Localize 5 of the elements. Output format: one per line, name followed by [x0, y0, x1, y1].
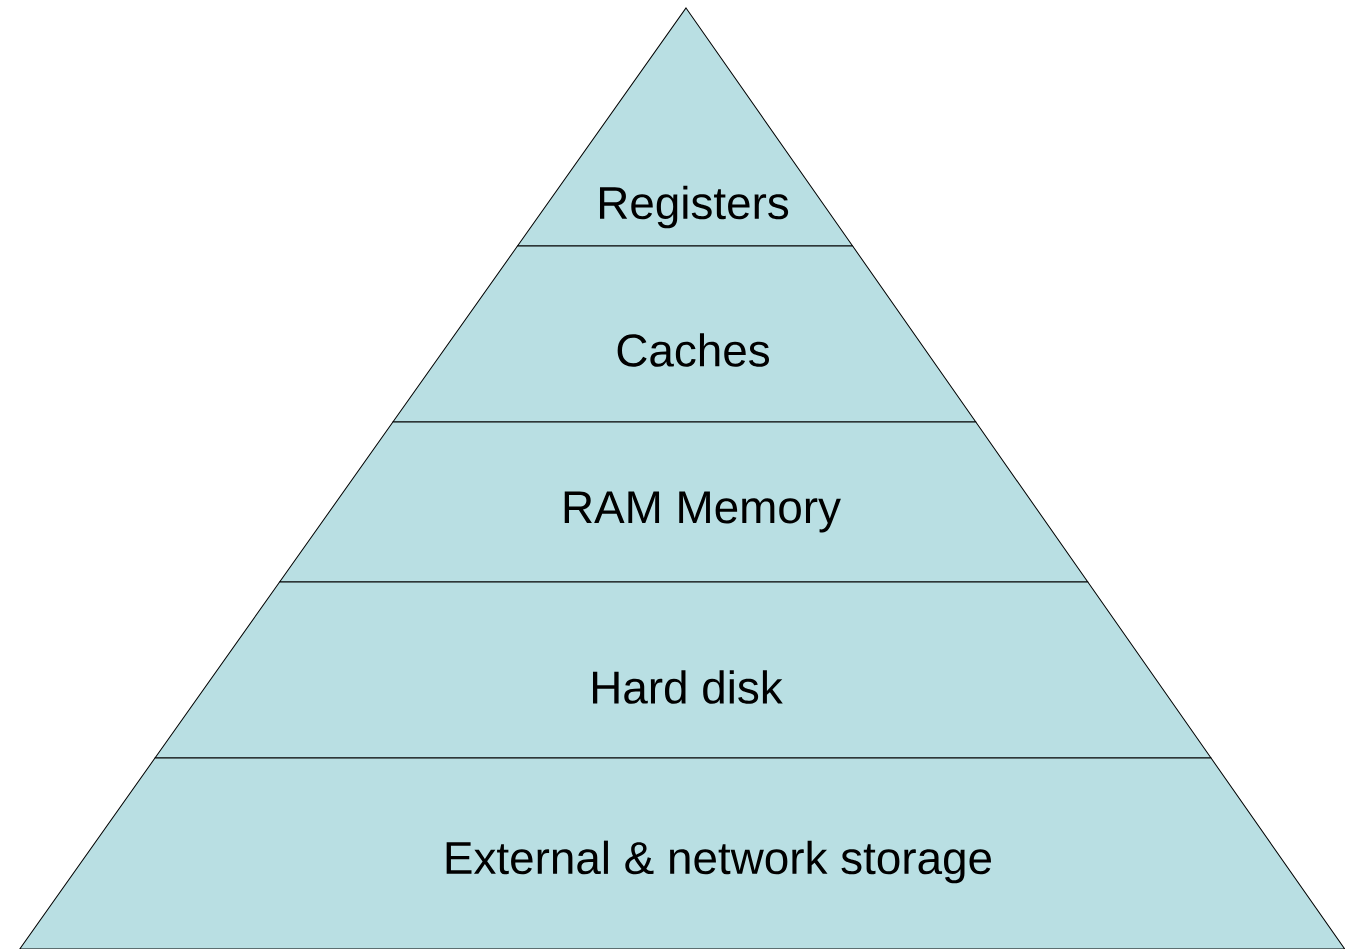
pyramid-level: RAM Memory [279, 421, 1089, 583]
pyramid-level: Caches [392, 245, 977, 423]
pyramid-level: External & network storage [19, 757, 1345, 949]
pyramid-level: Registers [517, 7, 854, 247]
pyramid-level: Hard disk [154, 581, 1212, 759]
